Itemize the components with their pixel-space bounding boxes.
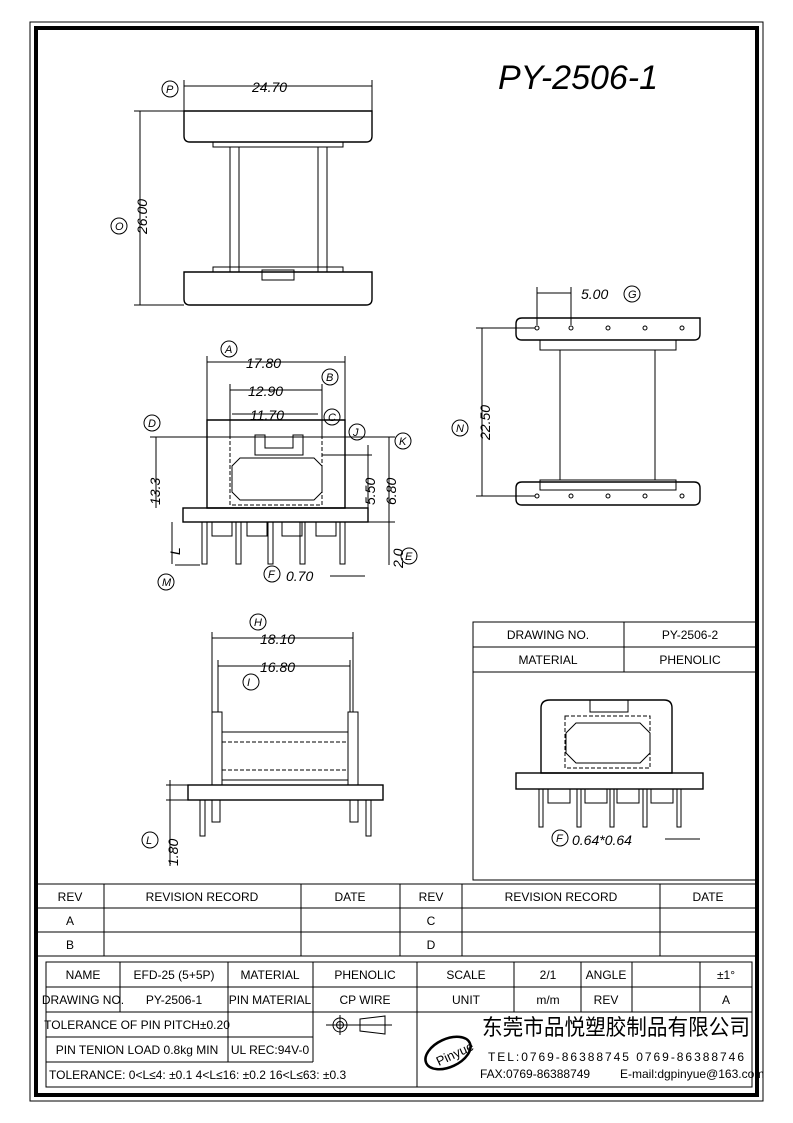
revision-table: REV REVISION RECORD DATE REV REVISION RE… xyxy=(35,883,758,957)
rev-cell: C xyxy=(427,914,436,928)
scale-value: 2/1 xyxy=(540,968,557,982)
front-view: 17.80 A 12.90 B 11.70 C D 13.3 L M J 5.5… xyxy=(143,340,418,591)
title-block: NAME EFD-25 (5+5P) MATERIAL PHENOLIC SCA… xyxy=(42,961,764,1088)
pin-pitch-tolerance: TOLERANCE OF PIN PITCH±0.20 xyxy=(44,1018,230,1032)
rev-cell: D xyxy=(427,938,436,952)
projection-symbol-icon xyxy=(326,1015,392,1035)
rev-header: REV xyxy=(419,890,444,904)
label-l: L xyxy=(146,835,152,847)
label-m: M xyxy=(162,577,172,589)
rev-value: A xyxy=(722,993,730,1007)
name-label: NAME xyxy=(66,968,101,982)
label-g: G xyxy=(628,289,637,301)
dim-j: 5.50 xyxy=(362,478,378,505)
dim-n: 22.50 xyxy=(477,405,493,441)
dim-l-side: 1.80 xyxy=(165,839,181,866)
inset-drawing-no: PY-2506-2 xyxy=(662,628,719,642)
right-view: 5.00 G 22.50 N xyxy=(451,285,701,506)
label-n: N xyxy=(456,423,464,435)
company-name: 东莞市品悦塑胶制品有限公司 xyxy=(482,1016,750,1041)
dim-a: 17.80 xyxy=(246,355,281,371)
inset-drawing-no-label: DRAWING NO. xyxy=(507,628,589,642)
name-value: EFD-25 (5+5P) xyxy=(133,968,214,982)
scale-label: SCALE xyxy=(446,968,485,982)
label-d: D xyxy=(148,418,156,430)
dim-l: L xyxy=(167,547,183,555)
inset-dim-f: 0.64*0.64 xyxy=(572,832,632,848)
dim-g: 5.00 xyxy=(581,286,608,302)
angle-value: ±1° xyxy=(717,968,735,982)
dim-i: 16.80 xyxy=(260,659,295,675)
rev-label: REV xyxy=(594,993,619,1007)
date-header: DATE xyxy=(692,890,723,904)
label-f: F xyxy=(268,569,276,581)
inset-material-label: MATERIAL xyxy=(518,653,577,667)
label-k: K xyxy=(399,436,407,448)
label-o: O xyxy=(115,221,124,233)
side-view: 18.10 H 16.80 I L 1.80 xyxy=(141,613,384,866)
label-j: J xyxy=(352,427,359,439)
pin-material-label: PIN MATERIAL xyxy=(229,993,312,1007)
label-i: I xyxy=(247,677,250,689)
label-a: A xyxy=(224,344,232,356)
angle-label: ANGLE xyxy=(586,968,627,982)
top-view: P 24.70 26.00 O xyxy=(110,79,373,306)
inset-label-f: F xyxy=(556,833,564,845)
inset-panel: DRAWING NO. PY-2506-2 MATERIAL PHENOLIC … xyxy=(472,621,758,881)
rev-header: REV xyxy=(58,890,83,904)
pin-material-value: CP WIRE xyxy=(339,993,390,1007)
date-header: DATE xyxy=(334,890,365,904)
unit-value: m/m xyxy=(536,993,559,1007)
drawing-title: PY-2506-1 xyxy=(498,59,658,97)
dim-e: 2.0 xyxy=(390,548,406,569)
rev-cell: A xyxy=(66,914,74,928)
general-tolerance: TOLERANCE: 0<L≤4: ±0.1 4<L≤16: ±0.2 16<L… xyxy=(49,1068,346,1082)
revision-record-header: REVISION RECORD xyxy=(505,890,618,904)
email: E-mail:dgpinyue@163.com xyxy=(620,1067,764,1081)
ul-rating: UL REC:94V-0 xyxy=(231,1043,310,1057)
label-e: E xyxy=(405,551,413,563)
drawing-no-label: DRAWING NO. xyxy=(42,993,124,1007)
rev-cell: B xyxy=(66,938,74,952)
dim-k: 6.80 xyxy=(383,478,399,505)
dim-c: 11.70 xyxy=(250,407,284,423)
dim-b: 12.90 xyxy=(248,383,283,399)
fax: FAX:0769-86388749 xyxy=(480,1067,590,1081)
revision-record-header: REVISION RECORD xyxy=(146,890,259,904)
unit-label: UNIT xyxy=(452,993,481,1007)
dim-p: 24.70 xyxy=(251,79,287,95)
label-p: P xyxy=(166,84,174,96)
dim-f: 0.70 xyxy=(286,568,313,584)
label-b: B xyxy=(326,372,333,384)
drawing-border xyxy=(34,26,759,1097)
pin-tension-load: PIN TENION LOAD 0.8kg MIN xyxy=(56,1043,219,1057)
label-h: H xyxy=(254,617,262,629)
pinyue-logo: Pinyue xyxy=(424,1035,476,1071)
inset-material: PHENOLIC xyxy=(659,653,721,667)
dim-d: 13.3 xyxy=(147,478,163,505)
material-label: MATERIAL xyxy=(240,968,299,982)
drawing-no-value: PY-2506-1 xyxy=(146,993,203,1007)
material-value: PHENOLIC xyxy=(334,968,396,982)
dim-h: 18.10 xyxy=(260,631,295,647)
label-c: C xyxy=(328,412,336,424)
telephone: TEL:0769-86388745 0769-86388746 xyxy=(488,1050,744,1064)
dim-o: 26.00 xyxy=(134,199,150,235)
